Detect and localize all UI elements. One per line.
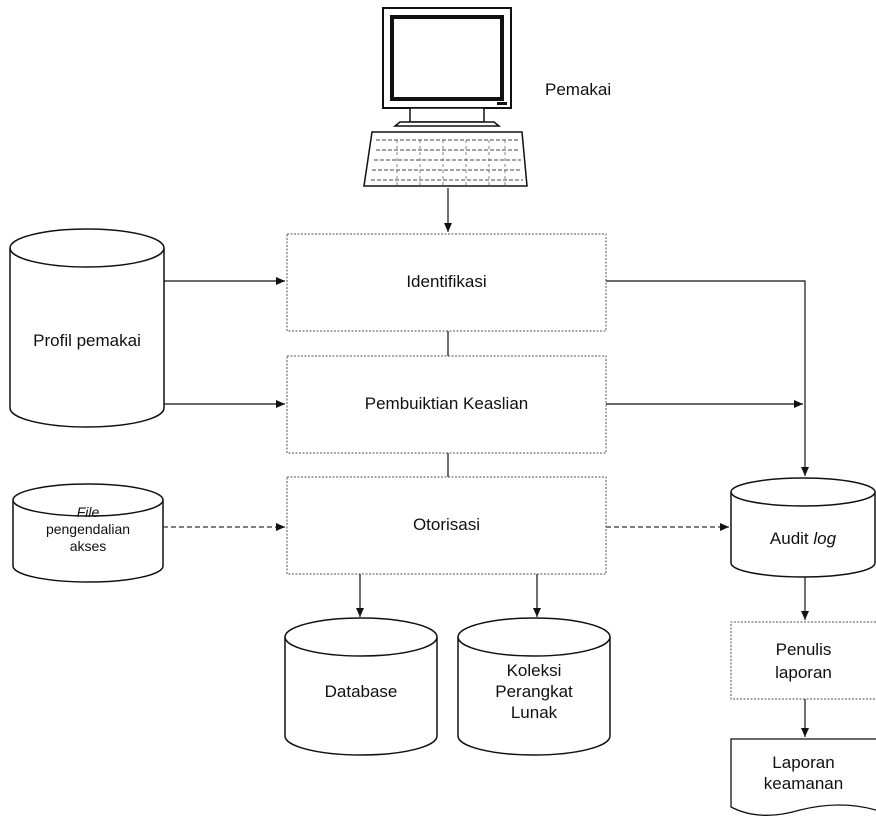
pembuktian-box [286,355,607,454]
koleksi-line-1: Koleksi [506,661,562,680]
pembuktian-label: Pembuiktian Keaslian [364,394,529,413]
file-word: File [76,504,100,520]
laporan-line-2: keamanan [763,774,844,793]
penulis-laporan-label: Penulis laporan [731,638,876,684]
koleksi-cylinder [457,617,611,756]
laporan-keamanan-document [730,738,876,816]
otorisasi-label: Otorisasi [412,515,481,534]
identifikasi-label: Identifikasi [406,272,487,291]
penulis-line-1: Penulis [775,640,832,659]
arrow-identifikasi-audit [606,280,809,476]
koleksi-label: Koleksi Perangkat Lunak [458,660,610,723]
audit-word: Audit [769,529,809,548]
file-pengendalian-label: File pengendalian akses [13,504,163,555]
log-word: log [813,529,837,548]
koleksi-line-2: Perangkat [495,682,573,701]
penulis-laporan-box [730,621,876,700]
otorisasi-box [286,476,607,575]
laporan-keamanan-label: Laporan keamanan [731,752,876,794]
monitor-icon [382,7,512,127]
audit-log-cylinder [730,477,876,578]
laporan-line-1: Laporan [772,753,835,772]
koleksi-line-3: Lunak [510,703,558,722]
profil-pemakai-cylinder [9,228,165,428]
keyboard-icon [363,131,528,187]
profil-pemakai-label: Profil pemakai [33,331,141,350]
database-cylinder [284,617,438,756]
database-label: Database [324,682,398,701]
penulis-line-2: laporan [775,663,832,682]
audit-log-label: Audit log [731,528,875,550]
file-word-2: pengendalian [45,521,131,537]
pemakai-label: Pemakai [545,80,612,99]
identifikasi-box [286,233,607,332]
file-pengendalian-cylinder [12,483,164,583]
file-word-3: akses [69,538,107,554]
